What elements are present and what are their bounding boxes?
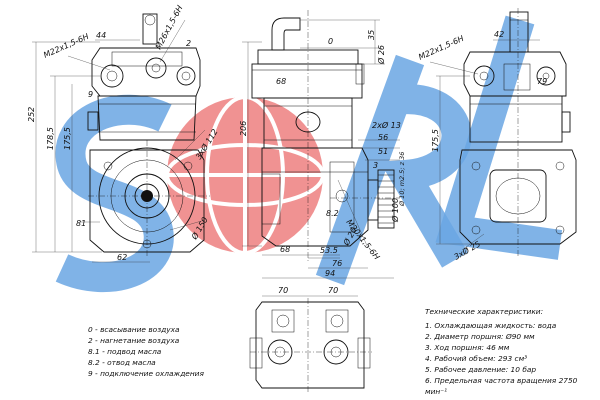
dim-v1-252: 252 bbox=[27, 107, 36, 122]
dim-v1-9: 9 bbox=[88, 90, 93, 99]
dim-v2-56: 56 bbox=[378, 133, 388, 142]
dim-v1-44: 44 bbox=[96, 31, 106, 40]
view-rear-right bbox=[459, 8, 577, 258]
dim-v2-76: 76 bbox=[332, 259, 342, 268]
dim-v2-8-2: 8.2 bbox=[326, 209, 339, 218]
spec-item: 3. Ход поршня: 46 мм bbox=[425, 343, 510, 352]
dims-view1 bbox=[32, 19, 206, 263]
legend-item: 8.1 - подвод масла bbox=[88, 347, 162, 356]
dim-v3-79: 79 bbox=[537, 77, 547, 86]
dims-view3 bbox=[429, 39, 540, 251]
watermark-o-globe bbox=[165, 95, 325, 255]
dim-v2-68b: 68 bbox=[280, 245, 290, 254]
watermark-s bbox=[55, 94, 174, 293]
dim-v2-206: 206 bbox=[239, 121, 248, 136]
dim-v3-175-5: 175,5 bbox=[431, 129, 440, 152]
spec-item: 2. Диаметр поршня: Ø90 мм bbox=[425, 332, 535, 341]
dim-v2-d100: Ø 100 bbox=[390, 198, 400, 223]
dim-v3-thread: M22x1,5-6H bbox=[417, 34, 465, 62]
dim-v2-35: 35 bbox=[367, 30, 376, 40]
dim-v2-pitch: Ø 10; m2.5; z 36 bbox=[398, 152, 406, 207]
spec-item: 1. Охлаждающая жидкость: вода bbox=[425, 321, 557, 330]
legend-item: 9 - подключение охлаждения bbox=[88, 369, 204, 378]
legend-item: 2 - нагнетание воздуха bbox=[88, 336, 180, 345]
dim-v1-thread-top: M26x1,5-6H bbox=[154, 4, 185, 51]
dim-v2-3: 3 bbox=[373, 161, 378, 170]
view-front-center bbox=[251, 10, 400, 262]
legend-item: 0 - всасывание воздуха bbox=[88, 325, 180, 334]
dim-v2-68: 68 bbox=[276, 77, 286, 86]
spec-item: 4. Рабочий объем: 293 см³ bbox=[425, 354, 528, 363]
dim-v4-70a: 70 bbox=[278, 286, 288, 295]
dim-v2-2xd13: 2xØ 13 bbox=[372, 120, 401, 130]
dim-v1-81: 81 bbox=[76, 219, 86, 228]
dim-v1-175-5: 175,5 bbox=[63, 127, 72, 150]
watermark-r bbox=[315, 54, 472, 286]
dims-view2 bbox=[242, 19, 400, 279]
dim-v1-2: 2 bbox=[186, 39, 191, 48]
spec-item: 5. Рабочее давление: 10 бар bbox=[425, 365, 537, 374]
port-legend: 0 - всасывание воздуха 2 - нагнетание во… bbox=[88, 324, 238, 379]
dim-v2-0: 0 bbox=[328, 37, 333, 46]
sorl-watermark bbox=[55, 15, 563, 293]
dim-v1-178-5: 178,5 bbox=[46, 127, 55, 150]
view-bottom-plan bbox=[249, 295, 372, 392]
dim-v2-51: 51 bbox=[378, 147, 388, 156]
view-side-left bbox=[87, 13, 210, 258]
dim-v1-thread-left: M22x1,5-6H bbox=[42, 32, 90, 60]
spec-item: 6. Предельная частота вращения 2750 мин⁻… bbox=[425, 376, 578, 396]
dim-v2-d26: Ø 26 bbox=[376, 45, 386, 65]
dim-v3-42: 42 bbox=[494, 30, 504, 39]
specs-title: Технические характеристики: bbox=[425, 307, 544, 316]
dim-v2-53-5: 53.5 bbox=[320, 246, 338, 255]
technical-specs: Технические характеристики: 1. Охлаждающ… bbox=[425, 306, 595, 397]
legend-item: 8.2 - отвод масла bbox=[88, 358, 156, 367]
dim-v1-62: 62 bbox=[117, 253, 127, 262]
dim-v4-70b: 70 bbox=[328, 286, 338, 295]
dim-v2-94: 94 bbox=[325, 269, 335, 278]
watermark-l bbox=[435, 15, 563, 260]
